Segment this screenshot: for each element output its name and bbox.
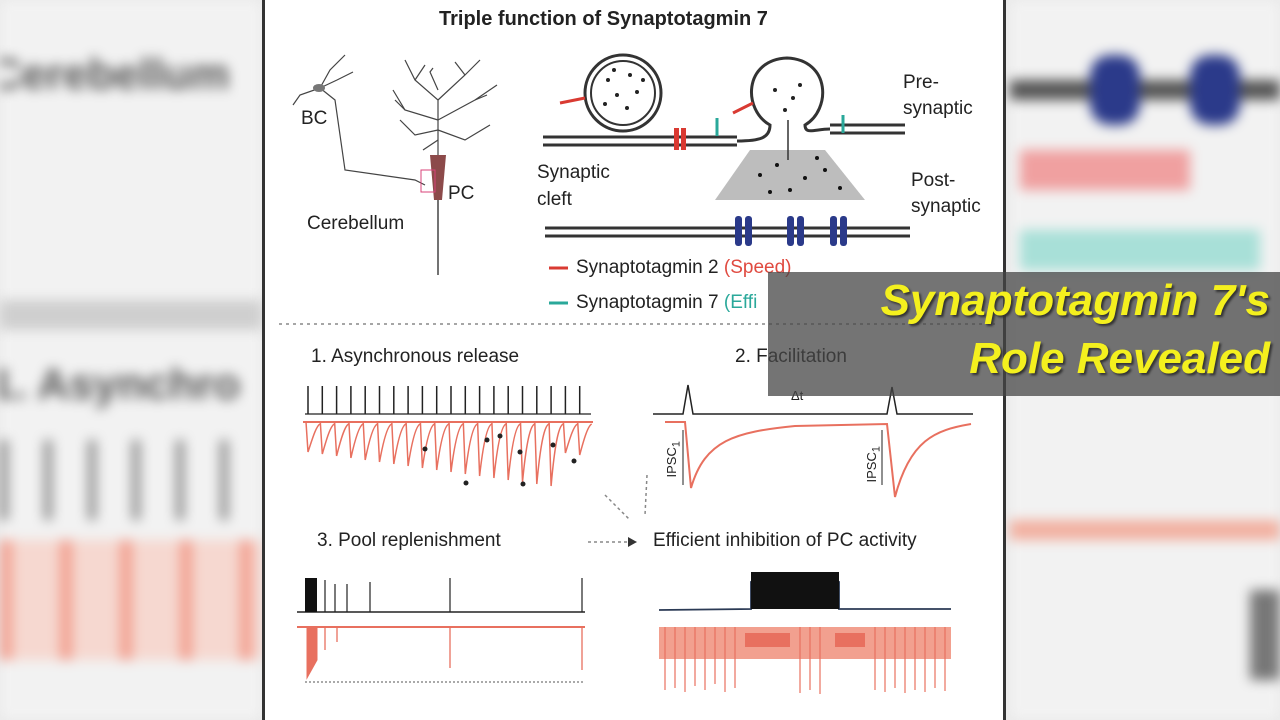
label-pc: PC bbox=[448, 183, 475, 204]
background-left-blur: Cerebellum 1. Asynchro bbox=[0, 0, 262, 720]
label-bc: BC bbox=[301, 108, 328, 129]
async-ipsc bbox=[376, 421, 392, 463]
efficient-ipsc-band bbox=[659, 627, 951, 659]
label-pre-1: Pre- bbox=[903, 72, 939, 93]
async-ipsc bbox=[462, 421, 478, 475]
syt7-marker-icon bbox=[715, 115, 845, 136]
async-ipsc bbox=[391, 421, 407, 465]
label-cerebellum: Cerebellum bbox=[307, 213, 405, 234]
async-ipsc bbox=[419, 421, 435, 469]
synapse-box bbox=[420, 169, 436, 193]
async-ipsc bbox=[405, 421, 421, 467]
facilitation-spike-trace bbox=[653, 384, 973, 415]
async-ipsc bbox=[319, 421, 335, 455]
background-text-async: 1. Asynchro bbox=[0, 360, 241, 409]
overlay-line-1: Synaptotagmin 7's bbox=[880, 276, 1270, 325]
label-cleft-2: cleft bbox=[537, 189, 572, 210]
figure-card: Triple function of Synaptotagmin 7 BC PC… bbox=[262, 0, 1006, 720]
async-ipsc bbox=[333, 421, 350, 457]
async-ipsc bbox=[305, 421, 321, 453]
basket-cell-icon bbox=[292, 54, 426, 186]
background-channel-2 bbox=[1190, 55, 1240, 125]
async-ipsc bbox=[576, 421, 593, 456]
fusing-vesicle bbox=[736, 56, 831, 143]
label-ipsc-2-sub: 1 bbox=[870, 446, 883, 453]
async-release-dots bbox=[422, 433, 577, 487]
async-ipsc bbox=[534, 421, 550, 485]
label-pre-2: synaptic bbox=[903, 98, 973, 119]
background-channel-1 bbox=[1090, 55, 1140, 125]
figure-title: Triple function of Synaptotagmin 7 bbox=[439, 8, 768, 30]
label-ipsc-1-text: IPSC bbox=[663, 447, 679, 478]
background-cyan-label bbox=[1020, 230, 1260, 270]
async-ipsc bbox=[476, 421, 493, 477]
vesicle-dots bbox=[603, 68, 645, 110]
transmitter-cloud bbox=[715, 150, 865, 200]
label-ipsc-1-sub: 1 bbox=[670, 441, 683, 448]
basket-cell-soma bbox=[313, 84, 325, 92]
legend-syt7: Synaptotagmin 7 (Effi bbox=[576, 292, 757, 314]
async-ipsc bbox=[562, 421, 578, 454]
receptor-channels bbox=[735, 216, 847, 246]
label-post-2: synaptic bbox=[911, 196, 981, 217]
async-ipsc bbox=[362, 421, 378, 461]
purkinje-cell-icon bbox=[392, 59, 498, 275]
async-ipsc bbox=[491, 421, 507, 479]
background-red-line bbox=[1010, 520, 1280, 540]
async-ipsc-trace bbox=[305, 421, 593, 487]
title-overlay-banner: Synaptotagmin 7's Role Revealed bbox=[768, 272, 1280, 396]
legend-syt2: Synaptotagmin 2 (Speed) bbox=[576, 257, 791, 279]
presynaptic-membrane bbox=[543, 123, 905, 147]
async-ipsc bbox=[505, 421, 521, 481]
panel-async-title: 1. Asynchronous release bbox=[311, 346, 520, 367]
label-cleft-1: Synaptic bbox=[537, 162, 610, 183]
arrow-facilitation bbox=[644, 474, 648, 516]
legend-syt7-name: Synaptotagmin 7 bbox=[576, 292, 719, 313]
legend-syt7-role: (Effi bbox=[723, 292, 758, 313]
efficient-ipsc-spikes bbox=[664, 627, 946, 694]
figure-drawing bbox=[279, 53, 995, 694]
async-ipsc bbox=[548, 421, 564, 487]
label-ipsc-2: IPSC1 bbox=[864, 446, 883, 482]
background-red-trace bbox=[0, 540, 262, 660]
background-edge bbox=[1250, 590, 1280, 680]
efficient-burst bbox=[751, 572, 839, 609]
legend-syt2-name: Synaptotagmin 2 bbox=[576, 257, 719, 278]
label-ipsc-2-text: IPSC bbox=[863, 452, 879, 483]
async-ipsc bbox=[519, 421, 535, 483]
label-ipsc-1: IPSC1 bbox=[664, 441, 683, 477]
async-ipsc bbox=[448, 421, 464, 473]
background-divider bbox=[0, 300, 262, 330]
overlay-line-2: Role Revealed bbox=[969, 334, 1270, 383]
background-text-cerebellum: Cerebellum bbox=[0, 50, 230, 99]
purkinje-soma bbox=[430, 155, 446, 200]
panel-efficient-title: Efficient inhibition of PC activity bbox=[653, 530, 917, 551]
async-spike-train bbox=[307, 386, 581, 414]
facilitation-ipsc-trace bbox=[665, 421, 972, 498]
vesicle-1 bbox=[583, 53, 663, 133]
arrow-async bbox=[604, 494, 631, 521]
panel-pool-title: 3. Pool replenishment bbox=[317, 530, 501, 551]
syt2-marker-icon bbox=[559, 96, 754, 115]
label-post-1: Post- bbox=[911, 170, 956, 191]
async-ipsc bbox=[433, 421, 450, 471]
async-ipsc bbox=[348, 421, 364, 459]
background-red-label bbox=[1020, 150, 1190, 190]
background-spikes bbox=[0, 440, 262, 520]
